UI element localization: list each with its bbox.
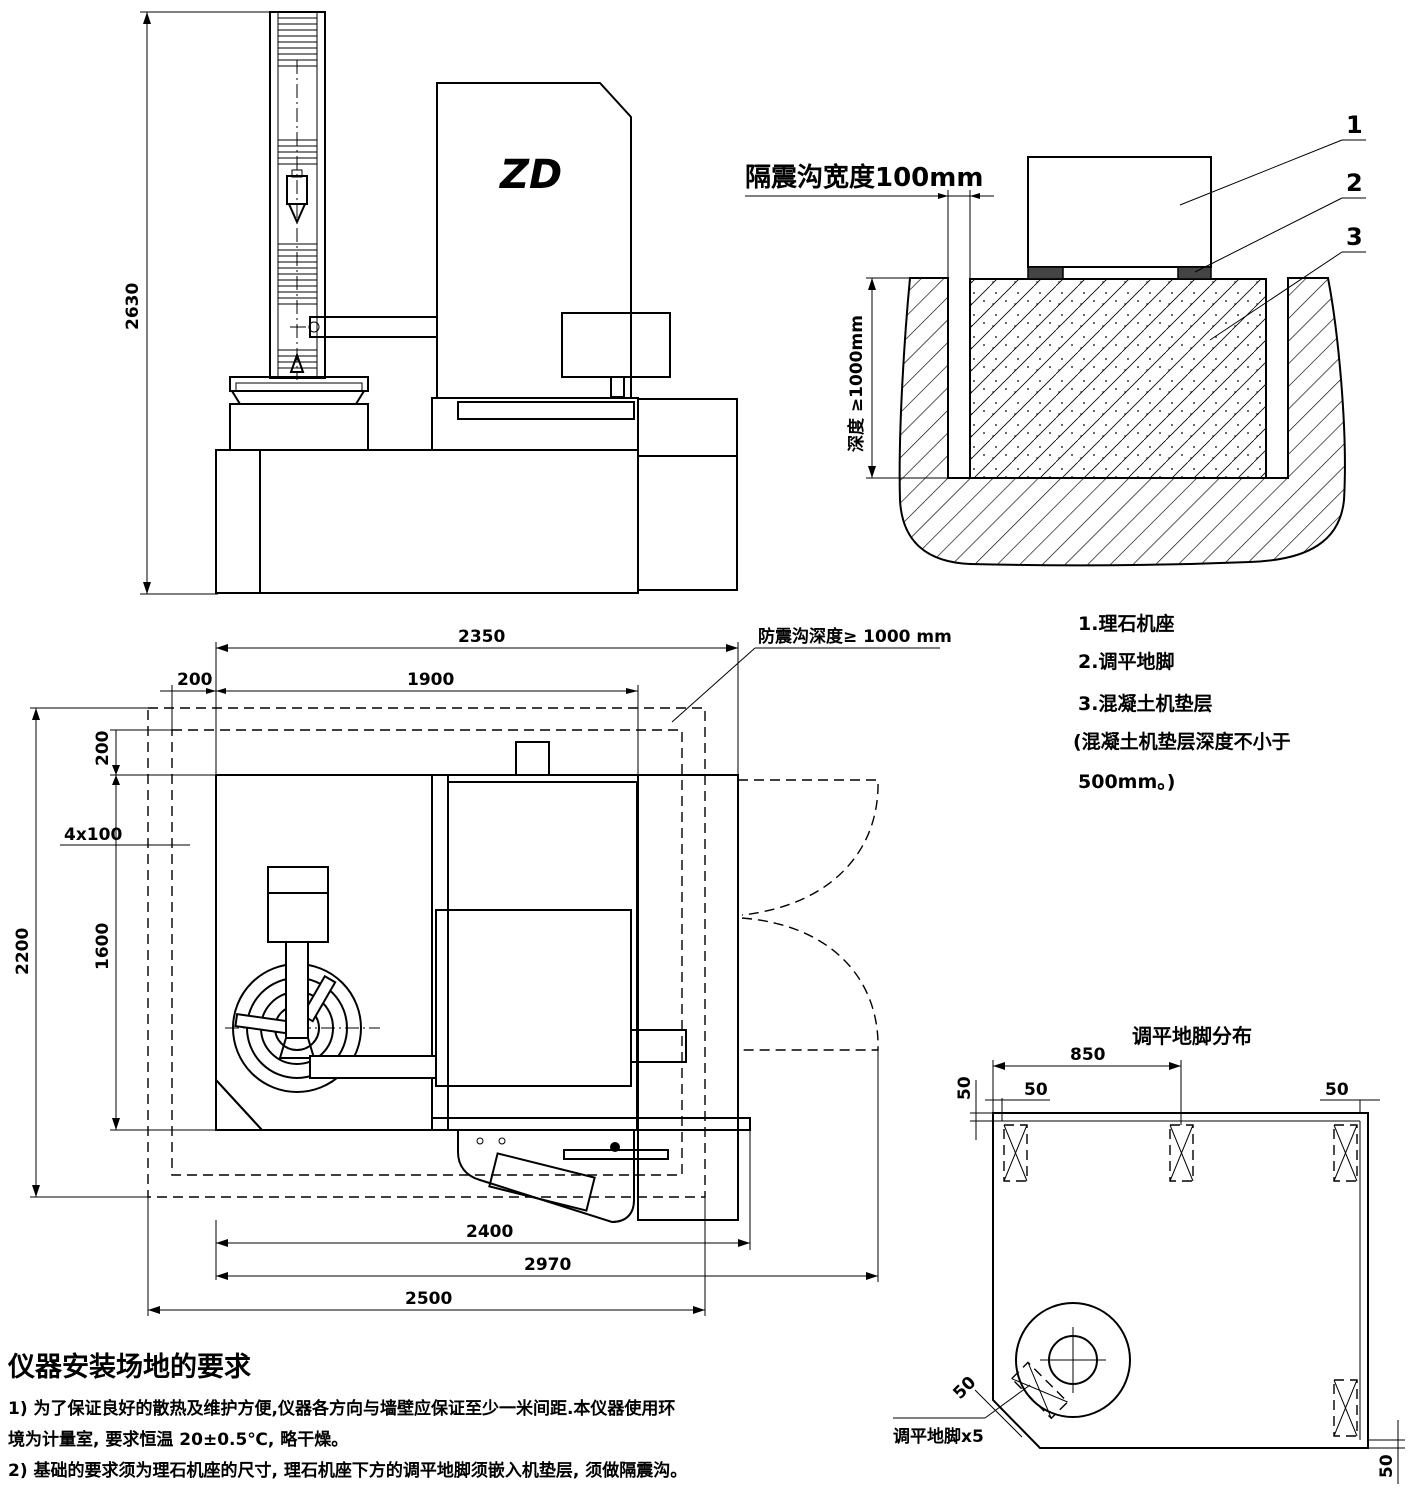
zd-logo: ZD xyxy=(498,152,562,198)
height-dim-2630: 2630 xyxy=(123,283,143,330)
dim-2200: 2200 xyxy=(13,928,33,975)
foot-pad xyxy=(1010,1361,1069,1420)
note-line-2: 境为计量室, 要求恒温 20±0.5℃, 略干燥。 xyxy=(8,1430,349,1450)
feet-layout: 调平地脚分布 xyxy=(893,1024,1405,1484)
dim-50-a: 50 xyxy=(1024,1080,1048,1100)
trench-width-label: 隔震沟宽度100mm xyxy=(745,162,983,193)
note-line-1: 1) 为了保证良好的散热及维护方便,仪器各方向与墙壁应保证至少一米间距.本仪器使… xyxy=(8,1399,676,1419)
dim-200-left: 200 xyxy=(93,730,113,766)
callout-1: 1 xyxy=(1346,111,1363,139)
dim-850: 850 xyxy=(1070,1045,1106,1065)
installation-requirements: 仪器安装场地的要求 1) 为了保证良好的散热及维护方便,仪器各方向与墙壁应保证至… xyxy=(8,1345,788,1487)
trench-depth-label: 防震沟深度≥ 1000 mm xyxy=(758,626,952,647)
note-line-3: 2) 基础的要求须为理石机座的尺寸, 理石机座下方的调平地脚须嵌入机垫层, 须做… xyxy=(8,1461,688,1481)
feet-layout-title: 调平地脚分布 xyxy=(1132,1024,1252,1048)
legend: 1.理石机座 2.调平地脚 3.混凝土机垫层 (混凝土机垫层深度不小于 500m… xyxy=(1073,612,1291,793)
dim-200-top: 200 xyxy=(177,670,213,690)
side-view: 2630 xyxy=(123,11,738,595)
dim-2400: 2400 xyxy=(466,1222,513,1242)
dim-50-e: 50 xyxy=(1377,1454,1397,1478)
dim-50-d: 50 xyxy=(949,1373,980,1404)
dim-50-c: 50 xyxy=(955,1076,975,1100)
dim-2500: 2500 xyxy=(405,1289,452,1309)
plan-view: 2350 200 1900 防震沟深度≥ 1000 mm 2200 200 16… xyxy=(13,626,952,1316)
dim-4x100: 4x100 xyxy=(64,825,122,845)
legend-item-5: 500mm。) xyxy=(1078,771,1175,793)
foot-pad xyxy=(1003,1124,1028,1182)
legend-item-3: 3.混凝土机垫层 xyxy=(1078,692,1212,715)
callout-2: 2 xyxy=(1346,169,1363,197)
foot-pad xyxy=(1333,1379,1358,1437)
section-view: 隔震沟宽度100mm 深度 ≥1000mm 1 2 3 xyxy=(745,111,1366,567)
callout-3: 3 xyxy=(1346,223,1363,251)
foot-pad xyxy=(1333,1124,1358,1182)
legend-item-2: 2.调平地脚 xyxy=(1078,650,1174,673)
dim-1600: 1600 xyxy=(93,923,113,970)
notes-title: 仪器安装场地的要求 xyxy=(8,1352,251,1383)
dim-2970: 2970 xyxy=(524,1255,571,1275)
dim-1900: 1900 xyxy=(407,670,454,690)
depth-label: 深度 ≥1000mm xyxy=(846,315,867,452)
foot-pad xyxy=(1169,1124,1194,1182)
dim-50-b: 50 xyxy=(1325,1080,1349,1100)
legend-item-1: 1.理石机座 xyxy=(1078,612,1174,635)
legend-item-4: (混凝土机垫层深度不小于 xyxy=(1073,730,1291,753)
feet-label: 调平地脚x5 xyxy=(893,1426,984,1447)
dim-2350: 2350 xyxy=(458,627,505,647)
column-ribs xyxy=(278,17,317,369)
